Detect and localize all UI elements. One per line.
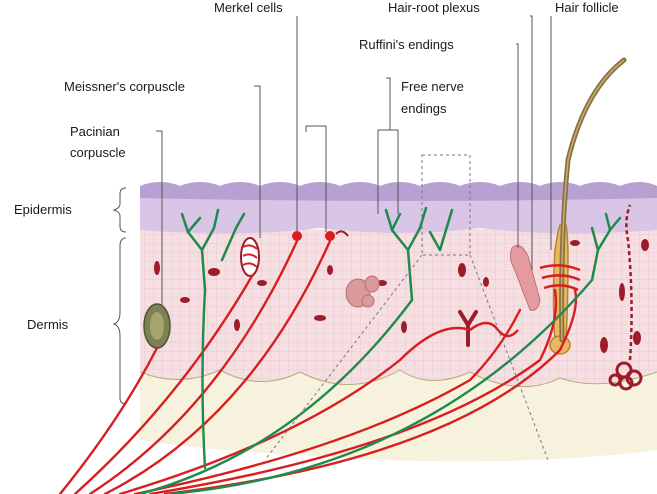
pacinian-corpuscle — [144, 304, 170, 348]
label-dermis: Dermis — [27, 317, 68, 332]
label-pacinian-1: Pacinian — [70, 124, 120, 139]
meissner-corpuscle — [241, 238, 259, 276]
label-hair-root-plexus: Hair-root plexus — [388, 0, 480, 15]
label-ruffini-endings: Ruffini's endings — [359, 37, 454, 52]
label-free-nerve-endings-1: Free nerve — [401, 79, 464, 94]
label-hair-follicle: Hair follicle — [555, 0, 619, 15]
dermis-brace — [114, 238, 126, 404]
label-meissner-corpuscle: Meissner's corpuscle — [64, 79, 185, 94]
label-pacinian-2: corpuscle — [70, 145, 126, 160]
label-merkel-cells: Merkel cells — [214, 0, 283, 15]
label-epidermis: Epidermis — [14, 202, 72, 217]
label-free-nerve-endings-2: endings — [401, 101, 447, 116]
epidermis-brace — [114, 188, 126, 232]
